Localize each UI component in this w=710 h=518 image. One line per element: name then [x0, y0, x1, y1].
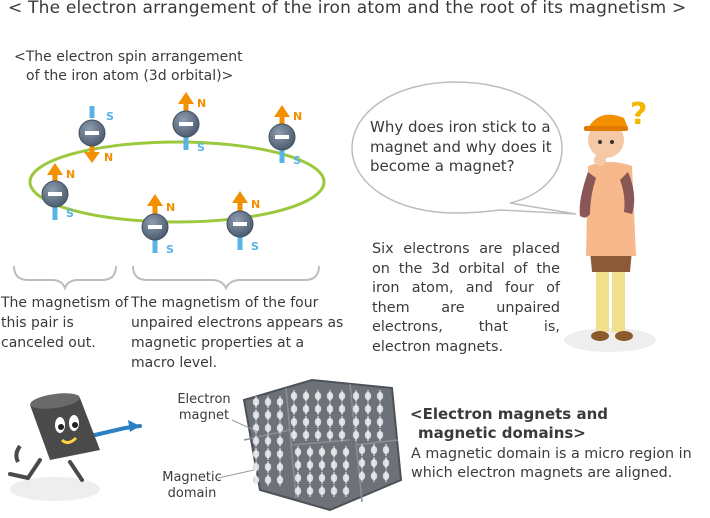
page-title: < The electron arrangement of the iron a… — [8, 0, 687, 18]
orbit-ellipse — [28, 140, 326, 224]
pole-label-s: S — [66, 207, 74, 220]
thinking-boy-illustration: ? — [564, 97, 656, 352]
pole-label-s: S — [166, 243, 174, 256]
pole-label-n: N — [66, 168, 75, 181]
electron-magnet-pointer — [231, 419, 259, 433]
domain-electron-magnets — [252, 390, 390, 497]
electron-magnet-label: Electron magnet — [177, 392, 231, 423]
pole-label-s: S — [106, 110, 114, 123]
pole-label-n: N — [293, 110, 302, 123]
electron-unpaired-up: N S — [226, 191, 260, 253]
magnetic-domain-pointer — [217, 469, 255, 479]
pole-label-s: S — [197, 141, 205, 154]
magnetic-domain-label: Magnetic domain — [162, 470, 222, 501]
six-electrons-text: Six electrons are placed on the 3d orbit… — [372, 241, 560, 355]
pole-label-n: N — [166, 201, 175, 214]
iron-cylinder-character — [8, 393, 142, 501]
domains-heading-line1: <Electron magnets and — [410, 405, 608, 423]
unpaired-brace — [132, 265, 320, 291]
pole-label-n: N — [104, 151, 113, 164]
pair-brace — [13, 265, 117, 291]
spin-arrangement-heading: <The electron spin arrangement of the ir… — [14, 48, 243, 86]
unpaired-caption: The magnetism of the four unpaired elect… — [131, 295, 344, 371]
domains-description: A magnetic domain is a micro region in w… — [411, 446, 692, 481]
electron-unpaired-up: N S — [268, 105, 302, 167]
pole-label-n: N — [197, 97, 206, 110]
electron-unpaired-up: N S — [141, 194, 175, 256]
pole-label-n: N — [251, 198, 260, 211]
svg-text:?: ? — [630, 97, 647, 132]
speech-bubble — [351, 81, 577, 215]
electron-paired-up: N S — [41, 163, 75, 220]
bubble-question-text: Why does iron stick to a magnet and why … — [370, 118, 552, 175]
pole-label-s: S — [251, 240, 259, 253]
pair-caption: The magnetism of this pair is canceled o… — [1, 295, 129, 351]
domains-heading: <Electron magnets and magnetic domains> — [410, 405, 608, 443]
domains-heading-line2: magnetic domains> — [418, 424, 586, 442]
electron-unpaired-up: N S — [172, 92, 206, 154]
spin-heading-line2: of the iron atom (3d orbital)> — [26, 68, 234, 84]
spin-heading-line1: <The electron spin arrangement — [14, 49, 243, 65]
electron-paired-down: S N — [78, 106, 114, 164]
pole-label-s: S — [293, 154, 301, 167]
